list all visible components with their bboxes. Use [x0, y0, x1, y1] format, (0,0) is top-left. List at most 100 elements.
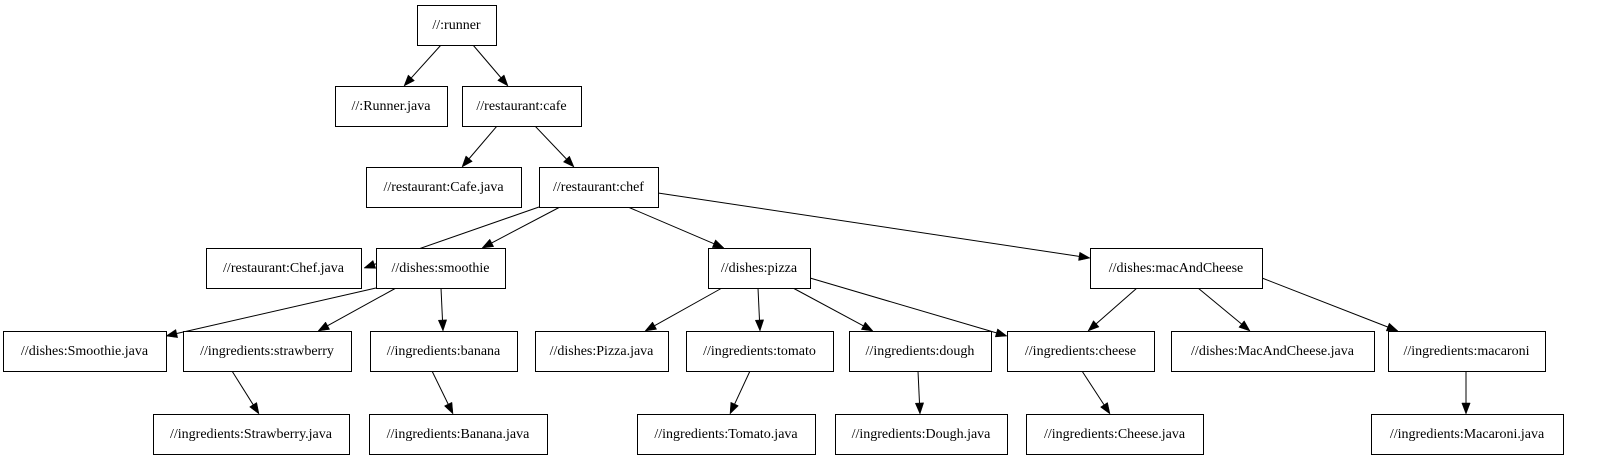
edge-line [440, 287, 443, 321]
edge-line [327, 287, 397, 327]
node-label: //restaurant:Chef.java [223, 261, 345, 276]
graph-edge: ing_strawberry → strawberry_java [231, 370, 260, 415]
arrowhead-icon [1087, 320, 1100, 332]
node-box[interactable] [1388, 331, 1546, 372]
node-box[interactable] [637, 414, 816, 455]
node-box[interactable] [535, 331, 669, 372]
node-box[interactable] [1171, 331, 1375, 372]
node-box[interactable] [462, 86, 582, 127]
node-label: //ingredients:strawberry [200, 344, 334, 359]
graph-node-macaroni_java[interactable]: //ingredients:Macaroni.java [1371, 414, 1564, 455]
edge-line [534, 125, 567, 160]
node-box[interactable] [183, 331, 352, 372]
node-label: //dishes:pizza [721, 261, 798, 276]
graph-node-macandcheese_java[interactable]: //dishes:MacAndCheese.java [1171, 331, 1375, 372]
node-box[interactable] [1371, 414, 1564, 455]
node-box[interactable] [417, 5, 497, 46]
edge-line [431, 370, 449, 405]
nodes-layer: //:runner //:Runner.java //restaurant:cafe… [3, 5, 1564, 455]
arrowhead-icon [914, 402, 925, 415]
node-label: //dishes:smoothie [392, 261, 490, 276]
graph-edge: dishes_pizza → pizza_java [644, 287, 723, 332]
arrowhead-icon [1385, 322, 1399, 332]
graph-node-dough_java[interactable]: //ingredients:Dough.java [835, 414, 1008, 455]
graph-node-chef_java[interactable]: //restaurant:Chef.java [206, 248, 362, 289]
edge-line [1081, 370, 1105, 406]
graph-node-smoothie_java[interactable]: //dishes:Smoothie.java [3, 331, 167, 372]
node-box[interactable] [3, 331, 167, 372]
node-box[interactable] [849, 331, 992, 372]
graph-node-dishes_macandchee[interactable]: //dishes:macAndCheese [1090, 248, 1263, 289]
graph-node-ing_tomato[interactable]: //ingredients:tomato [686, 331, 834, 372]
graph-node-ing_macaroni[interactable]: //ingredients:macaroni [1388, 331, 1546, 372]
arrowhead-icon [403, 74, 415, 87]
graph-node-ing_banana[interactable]: //ingredients:banana [370, 331, 518, 372]
node-box[interactable] [370, 331, 518, 372]
graph-node-restaurant_cafe[interactable]: //restaurant:cafe [462, 86, 582, 127]
node-label: //ingredients:banana [387, 344, 501, 359]
arrowhead-icon [497, 74, 509, 87]
graph-node-banana_java[interactable]: //ingredients:Banana.java [369, 414, 548, 455]
node-box[interactable] [539, 167, 659, 208]
graph-node-runner_java[interactable]: //:Runner.java [335, 86, 448, 127]
node-box[interactable] [369, 414, 548, 455]
arrowhead-icon [1100, 402, 1111, 415]
node-box[interactable] [686, 331, 834, 372]
node-label: //ingredients:Tomato.java [654, 427, 798, 442]
edges-layer: runner → runner_javarunner → restaurant_… [165, 44, 1471, 415]
arrowhead-icon [644, 321, 658, 332]
graph-edge: dishes_pizza → ing_cheese [809, 277, 1008, 338]
node-label: //ingredients:Cheese.java [1044, 427, 1186, 442]
graph-node-ing_dough[interactable]: //ingredients:dough [849, 331, 992, 372]
graph-node-cheese_java[interactable]: //ingredients:Cheese.java [1026, 414, 1204, 455]
arrowhead-icon [711, 239, 725, 249]
graph-edge: restaurant_chef → dishes_smoothie [481, 206, 561, 249]
graph-node-ing_strawberry[interactable]: //ingredients:strawberry [183, 331, 352, 372]
graph-node-restaurant_chef[interactable]: //restaurant:chef [539, 167, 659, 208]
arrowhead-icon [363, 259, 377, 269]
graph-node-cafe_java[interactable]: //restaurant:Cafe.java [366, 167, 522, 208]
node-label: //dishes:Pizza.java [550, 344, 655, 359]
node-box[interactable] [206, 248, 362, 289]
edge-line [410, 44, 442, 79]
graph-edge: ing_banana → banana_java [431, 370, 454, 415]
arrowhead-icon [729, 401, 739, 415]
node-box[interactable] [376, 248, 506, 289]
graph-node-runner[interactable]: //:runner [417, 5, 497, 46]
node-box[interactable] [335, 86, 448, 127]
graph-edge: runner → restaurant_cafe [472, 44, 509, 87]
node-box[interactable] [1090, 248, 1263, 289]
edge-line [757, 287, 760, 321]
graph-node-tomato_java[interactable]: //ingredients:Tomato.java [637, 414, 816, 455]
graph-node-pizza_java[interactable]: //dishes:Pizza.java [535, 331, 669, 372]
node-label: //ingredients:Banana.java [387, 427, 530, 442]
node-box[interactable] [1026, 414, 1204, 455]
node-label: //dishes:MacAndCheese.java [1191, 344, 1355, 359]
node-label: //:Runner.java [352, 99, 432, 114]
arrowhead-icon [443, 401, 454, 415]
arrowhead-icon [461, 155, 473, 168]
arrowhead-icon [165, 329, 178, 338]
graph-node-dishes_smoothie[interactable]: //dishes:smoothie [376, 248, 506, 289]
graph-node-dishes_pizza[interactable]: //dishes:pizza [708, 248, 811, 289]
edge-line [231, 370, 254, 405]
edge-line [734, 370, 751, 405]
node-box[interactable] [153, 414, 350, 455]
arrowhead-icon [860, 321, 874, 332]
edge-line [1197, 287, 1242, 325]
edge-line [657, 192, 1080, 257]
node-box[interactable] [366, 167, 522, 208]
node-box[interactable] [1007, 331, 1155, 372]
edge-line [917, 370, 920, 404]
node-label: //restaurant:cafe [476, 99, 566, 114]
graph-edge: ing_dough → dough_java [914, 370, 925, 415]
node-label: //ingredients:tomato [703, 344, 816, 359]
node-box[interactable] [835, 414, 1008, 455]
edge-line [654, 287, 723, 327]
graph-node-strawberry_java[interactable]: //ingredients:Strawberry.java [153, 414, 350, 455]
node-box[interactable] [708, 248, 811, 289]
graph-edge: restaurant_chef → dishes_macandchee [657, 192, 1091, 261]
node-label: //ingredients:cheese [1025, 344, 1136, 359]
graph-node-ing_cheese[interactable]: //ingredients:cheese [1007, 331, 1155, 372]
